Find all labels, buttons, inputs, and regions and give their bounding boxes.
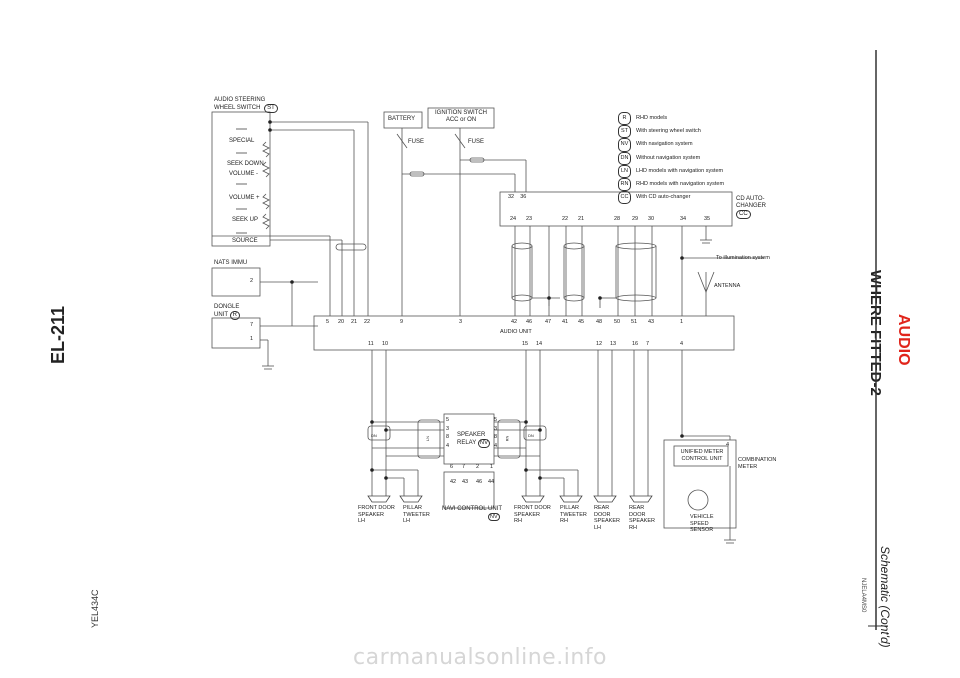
dn-tag-left: DN (371, 433, 377, 438)
legend-badge: NV (618, 138, 631, 152)
steering-badge: ST (264, 104, 278, 113)
navi-control-unit-label: NAVI CONTROL UNIT (442, 506, 503, 512)
legend-badge: LN (618, 164, 631, 179)
fuse-left: FUSE (408, 139, 425, 145)
cd-badge: CC (736, 210, 751, 219)
switch-seek-down: SEEK DOWN (227, 161, 264, 167)
watermark: carmanualsonline.info (353, 645, 607, 670)
cd-changer-label: CD AUTO-CHANGER CC (736, 196, 767, 219)
switch-special: SPECIAL (229, 138, 255, 144)
antenna-label: ANTENNA (714, 283, 741, 289)
switch-seek-up: SEEK UP (232, 217, 259, 223)
legend-badge: CC (618, 191, 631, 205)
legend-badge: DN (618, 151, 631, 165)
cd-top-pins: 32 36 (508, 194, 527, 200)
audio-unit-label: AUDIO UNIT (500, 329, 532, 335)
legend-badge: R (618, 112, 631, 126)
dongle-badge: R (229, 311, 240, 320)
legend-badge: RN (618, 178, 631, 192)
nats-pin: 2 (250, 278, 254, 284)
switch-volume-down: VOLUME - (229, 171, 259, 177)
meter-pin: 4 (726, 442, 730, 448)
switch-volume-up: VOLUME + (229, 195, 260, 201)
fuse-right: FUSE (468, 139, 485, 145)
nats-label: NATS IMMU (214, 260, 248, 266)
dongle-pin-7: 7 (250, 322, 254, 328)
dongle-pin-1: 1 (250, 336, 254, 342)
legend-badge: ST (618, 125, 631, 139)
steering-switch-label: AUDIO STEERING WHEEL SWITCH ST (214, 97, 278, 113)
switch-source: SOURCE (232, 238, 258, 244)
battery-label: BATTERY (388, 116, 416, 122)
dongle-label: DONGLE UNIT R (214, 304, 240, 320)
relay-badge: NV (477, 439, 491, 448)
ln-tag: LN (425, 435, 431, 442)
rn-tag: RN (504, 435, 510, 442)
dn-tag-right: DN (528, 433, 534, 438)
illumination-label: To illumination system (716, 255, 770, 261)
navi-badge: NV (488, 513, 500, 521)
speaker-relay-label: SPEAKER RELAY NV (457, 432, 491, 448)
